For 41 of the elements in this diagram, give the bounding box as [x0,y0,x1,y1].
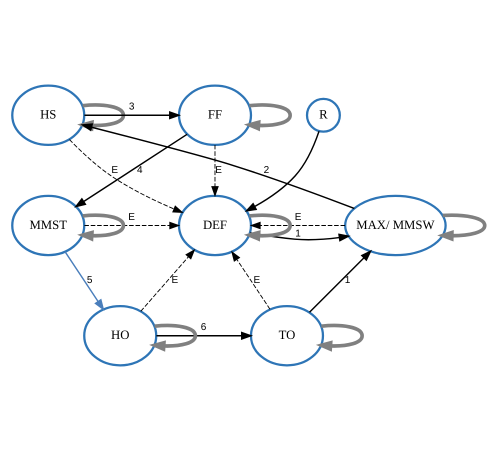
edge-label: 3 [128,101,134,112]
arrow [149,323,198,352]
edge-label: E [128,211,135,222]
node-circle: R [306,97,341,132]
arrow [437,212,487,242]
arrow [309,249,372,312]
edge-label: E [111,164,118,176]
arrow [77,102,126,131]
edge-label: E [294,211,302,222]
edge-label: E [172,274,178,286]
edge-label: 1 [344,274,350,286]
arrow [80,122,355,209]
arrow [140,248,196,312]
arrow [244,212,292,242]
arrow [74,133,188,208]
edge-label: 5 [86,274,92,286]
arrow [77,212,126,242]
node-ellipse: HS [11,84,86,146]
arrow [211,144,219,197]
edge-label: E [254,274,260,286]
arrow [156,331,254,340]
arrow [84,221,180,229]
edge-label: 4 [137,164,143,176]
node-ellipse: DEF [178,194,252,256]
arrow [244,102,292,131]
arrow [68,138,184,212]
arrow [64,250,104,311]
edge-label: 1 [295,228,301,239]
edge-label: 6 [200,322,206,333]
edge-label: 2 [264,164,270,176]
arrow [231,250,270,310]
arrow [316,323,364,352]
node-ellipse: MMST [11,194,86,256]
node-ellipse: TO [250,304,324,366]
node-ellipse: MAX/ MMSW [344,194,447,256]
arrow [84,110,182,119]
node-ellipse: FF [178,84,252,146]
edge-label: E [215,164,222,176]
arrow [244,130,320,212]
node-ellipse: HO [83,304,158,366]
arrow [250,221,346,229]
